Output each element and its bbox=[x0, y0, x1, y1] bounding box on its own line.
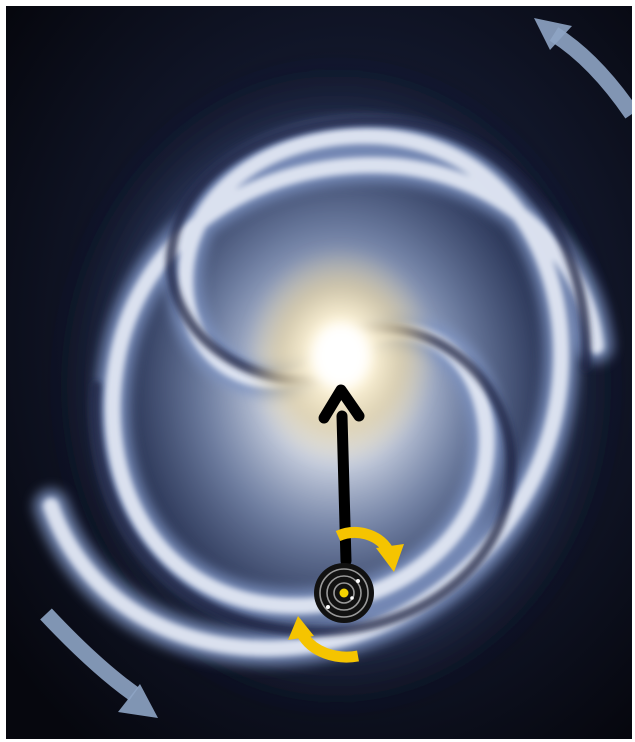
galaxy-scene bbox=[6, 6, 632, 739]
orbit-arrow-lower bbox=[288, 616, 359, 663]
sun-dot bbox=[339, 588, 349, 598]
galaxy-center bbox=[313, 324, 369, 388]
arrowhead-icon bbox=[288, 616, 314, 640]
rotation-arrow-top-right bbox=[534, 18, 632, 119]
curved-arrow-icon bbox=[335, 527, 393, 554]
arrowhead-icon bbox=[376, 544, 404, 572]
curved-arrow-icon bbox=[297, 630, 359, 663]
orbit-arrow-upper bbox=[335, 527, 404, 572]
spiral-arms bbox=[34, 115, 613, 666]
curved-arrow-icon bbox=[40, 608, 139, 701]
solar-system-marker bbox=[314, 563, 374, 623]
curved-arrow-icon bbox=[549, 27, 632, 119]
galaxy-photo bbox=[6, 6, 632, 739]
arrowhead-icon bbox=[534, 18, 572, 50]
arrowhead-icon bbox=[118, 684, 158, 718]
rotation-arrow-bottom-left bbox=[40, 608, 158, 718]
arrowhead-icon bbox=[318, 384, 365, 424]
